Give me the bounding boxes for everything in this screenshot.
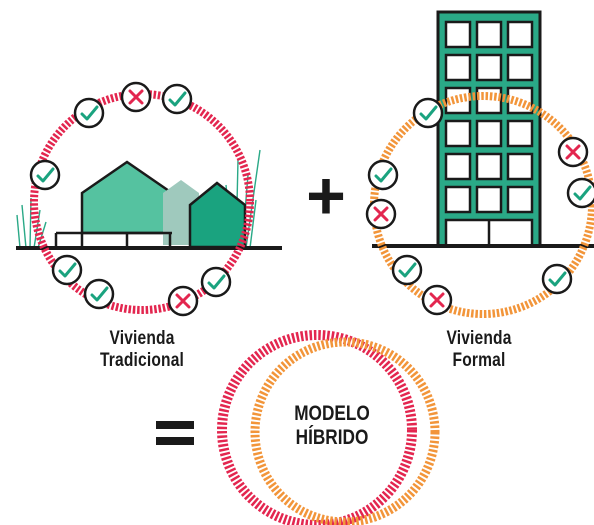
- check-icon: [541, 263, 573, 295]
- formal-label-line1: Vivienda: [446, 328, 512, 349]
- check-icon: [83, 278, 115, 310]
- building-window: [506, 185, 534, 214]
- building-window: [444, 20, 472, 49]
- building-window: [475, 185, 503, 214]
- building-window: [475, 152, 503, 181]
- equals-operator: [156, 421, 194, 445]
- house-deck: [54, 231, 172, 248]
- cross-icon: [421, 284, 453, 316]
- building-window: [506, 20, 534, 49]
- building-window: [475, 53, 503, 82]
- plus-operator: +: [306, 158, 346, 234]
- building-window: [475, 20, 503, 49]
- check-icon: [29, 159, 61, 191]
- building-window: [475, 86, 503, 115]
- check-icon: [412, 97, 444, 129]
- traditional-housing-group: [16, 90, 282, 314]
- traditional-housing-label: Vivienda Tradicional: [85, 328, 200, 372]
- hybrid-ring-formal: [250, 337, 440, 525]
- building-window: [506, 119, 534, 148]
- hybrid-model-label: MODELO HÍBRIDO: [275, 402, 390, 450]
- building-window: [506, 152, 534, 181]
- building-window: [444, 119, 472, 148]
- hybrid-ring-traditional: [217, 330, 417, 525]
- markers-layer: [29, 81, 594, 317]
- house-dark: [188, 181, 247, 249]
- check-icon: [200, 266, 232, 298]
- hybrid-label-line2: HÍBRIDO: [295, 426, 369, 449]
- traditional-label-line2: Tradicional: [99, 350, 185, 371]
- check-icon: [73, 97, 105, 129]
- house-large: [80, 160, 174, 235]
- building-window: [506, 53, 534, 82]
- apartment-building: [436, 10, 542, 248]
- cross-icon: [365, 198, 397, 230]
- check-icon: [51, 254, 83, 286]
- check-icon: [161, 83, 193, 115]
- building-window: [444, 185, 472, 214]
- hybrid-label-line1: MODELO: [294, 402, 370, 425]
- check-icon: [367, 159, 399, 191]
- traditional-label-line1: Vivienda: [109, 328, 175, 349]
- building-window: [444, 53, 472, 82]
- building-window: [475, 119, 503, 148]
- formal-label-line2: Formal: [452, 350, 506, 371]
- check-icon: [391, 254, 423, 286]
- building-window: [444, 152, 472, 181]
- check-icon: [566, 177, 594, 209]
- cross-icon: [120, 81, 152, 113]
- cross-icon: [167, 285, 199, 317]
- formal-housing-label: Vivienda Formal: [434, 328, 524, 372]
- cross-icon: [557, 136, 589, 168]
